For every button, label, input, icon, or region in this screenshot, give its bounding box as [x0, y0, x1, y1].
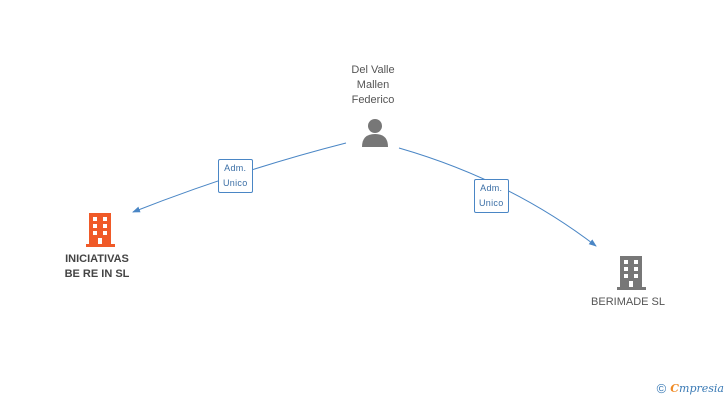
building-icon[interactable]: [617, 256, 646, 290]
person-name[interactable]: Del Valle Mallen Federico: [351, 64, 395, 106]
relation-label-adm-unico: Adm. Unico: [218, 159, 253, 193]
company-name-iniciativas[interactable]: INICIATIVAS BE RE IN SL: [64, 253, 130, 280]
person-icon[interactable]: [362, 119, 388, 147]
brand-name: Cmpresia: [670, 382, 724, 395]
relation-label-adm-unico: Adm. Unico: [474, 179, 509, 213]
copyright-icon: ©: [656, 381, 667, 396]
company-name-berimade[interactable]: BERIMADE SL: [591, 296, 665, 308]
brand-watermark: © Cmpresia: [657, 381, 724, 396]
building-icon[interactable]: [86, 213, 115, 247]
